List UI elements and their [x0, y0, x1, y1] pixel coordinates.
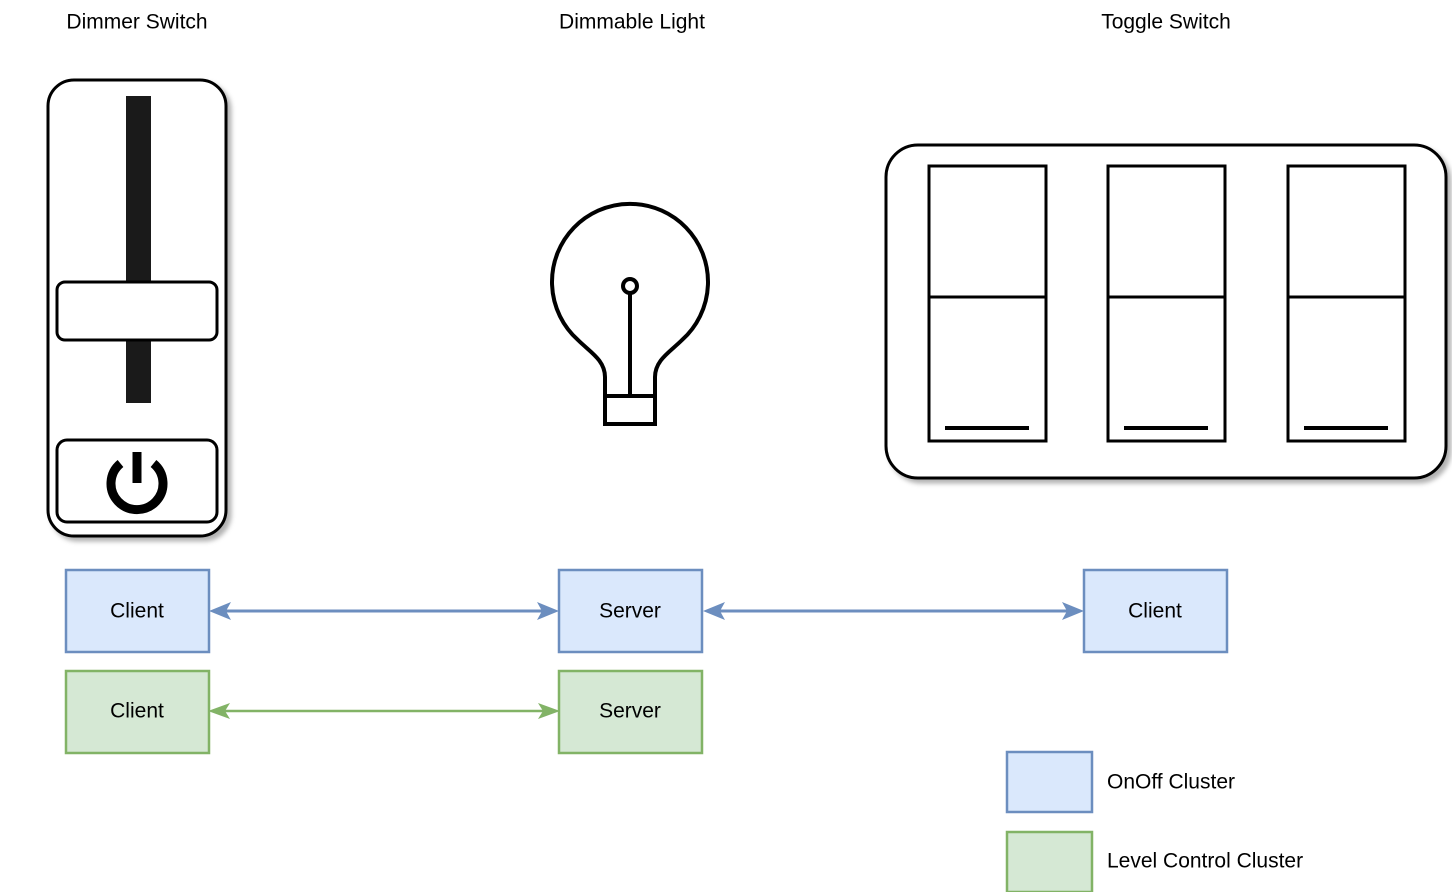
- legend: OnOff Cluster Level Control Cluster: [1005, 750, 1303, 892]
- slider-handle[interactable]: [55, 280, 219, 342]
- title-dimmable-light: Dimmable Light: [559, 11, 705, 34]
- level-link-left-arrowhead-right: [538, 703, 560, 719]
- bulb-base: [603, 394, 657, 426]
- onoff-link-right-arrowhead-right: [1062, 602, 1084, 620]
- level-client-dimmer-box[interactable]: [64, 669, 211, 755]
- bulb-glass: [550, 201, 710, 396]
- dimmer-switch-device: [46, 78, 228, 538]
- level-server-light-label: Server: [599, 700, 661, 723]
- power-icon: [106, 452, 168, 515]
- onoff-cluster-row: Client Server Client: [64, 568, 1229, 654]
- legend-swatch-onoff: [1005, 750, 1094, 814]
- onoff-link-right-arrowhead-left: [703, 602, 725, 620]
- toggle-switch-device: [884, 143, 1448, 480]
- level-client-dimmer-label: Client: [110, 700, 164, 723]
- onoff-client-dimmer-box[interactable]: [64, 568, 211, 654]
- onoff-link-right: [703, 602, 1084, 620]
- rocker-2[interactable]: [1106, 164, 1227, 443]
- rocker-1[interactable]: [927, 164, 1048, 443]
- slider-track: [126, 96, 151, 403]
- legend-swatch-level: [1005, 830, 1094, 892]
- onoff-server-light-label: Server: [599, 600, 661, 623]
- onoff-link-left-arrowhead-left: [209, 602, 231, 620]
- onoff-link-left: [209, 602, 559, 620]
- rocker-2-frame[interactable]: [1106, 164, 1227, 443]
- light-bulb-device: [550, 201, 710, 426]
- onoff-link-left-arrowhead-right: [537, 602, 559, 620]
- level-cluster-row: Client Server: [64, 669, 704, 755]
- onoff-client-dimmer-label: Client: [110, 600, 164, 623]
- onoff-client-toggle-label: Client: [1128, 600, 1182, 623]
- title-dimmer-switch: Dimmer Switch: [66, 11, 207, 34]
- title-toggle-switch: Toggle Switch: [1101, 11, 1231, 34]
- rocker-3-frame[interactable]: [1286, 164, 1407, 443]
- rocker-3[interactable]: [1286, 164, 1407, 443]
- bulb-filament-loop: [621, 277, 639, 295]
- level-link-left-arrowhead-left: [208, 703, 230, 719]
- level-link-left: [208, 703, 560, 719]
- level-server-light-box[interactable]: [557, 669, 704, 755]
- legend-label-onoff: OnOff Cluster: [1107, 771, 1235, 794]
- onoff-client-toggle-box[interactable]: [1082, 568, 1229, 654]
- legend-label-level: Level Control Cluster: [1107, 850, 1303, 873]
- onoff-server-light-box[interactable]: [557, 568, 704, 654]
- rocker-1-frame[interactable]: [927, 164, 1048, 443]
